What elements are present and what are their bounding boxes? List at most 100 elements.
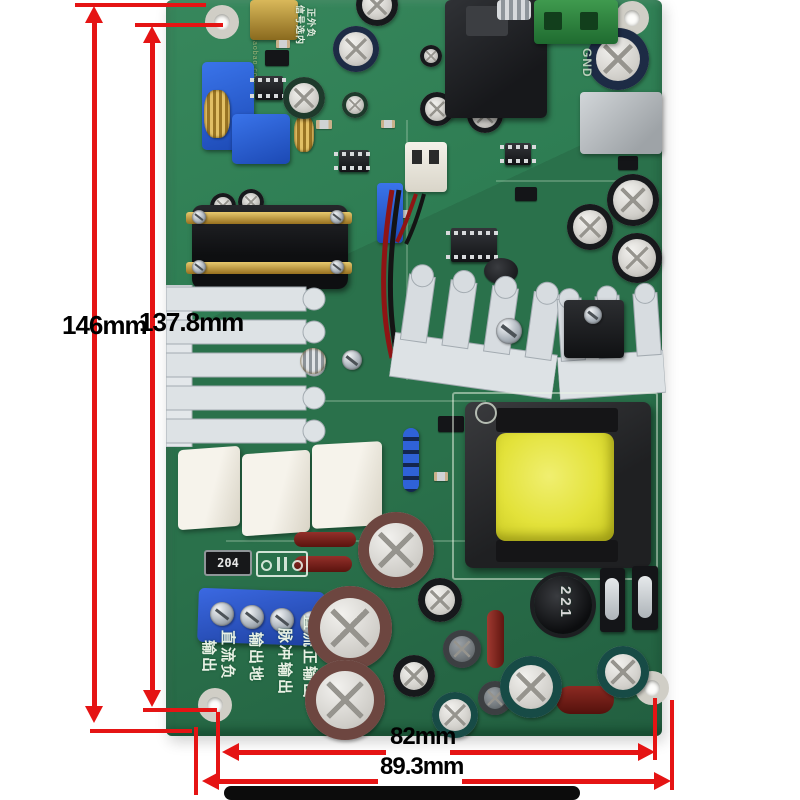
dimension-label-146mm: 146mm bbox=[62, 310, 148, 340]
dimension-line-89mm-right bbox=[462, 779, 656, 784]
pcb-trace bbox=[186, 400, 486, 402]
arrowhead-right-82 bbox=[638, 743, 655, 761]
mounting-hole-bottom-right bbox=[644, 680, 660, 696]
arrowhead-down-137 bbox=[143, 690, 161, 707]
electrolytic-capacitor bbox=[356, 0, 398, 26]
transformer-core-top bbox=[496, 408, 618, 432]
soic8-ic bbox=[334, 150, 374, 172]
pcb-trace bbox=[496, 180, 646, 182]
trimmer-screw-2 bbox=[294, 116, 314, 152]
output-label-ground: 输出地 bbox=[247, 632, 264, 684]
toroid-inductor-221: 221 bbox=[534, 576, 592, 634]
to220-transistor-flat bbox=[632, 566, 658, 630]
brown-filter-capacitor bbox=[358, 512, 434, 588]
smd-chip bbox=[381, 120, 395, 128]
dimension-label-89-3mm: 89.3mm bbox=[380, 753, 464, 780]
output-label-output: 输出 bbox=[200, 640, 217, 675]
silk-pad bbox=[292, 560, 303, 571]
black-capacitor bbox=[393, 655, 435, 697]
gnd-silkscreen-label: GND bbox=[580, 48, 594, 78]
inductor-marking: 221 bbox=[557, 586, 574, 621]
terminal-screw-3 bbox=[270, 608, 294, 632]
polymer-capacitor bbox=[443, 630, 481, 668]
fan-screw bbox=[330, 210, 344, 224]
to220-transistor-flat bbox=[600, 568, 625, 632]
arrowhead-up-146 bbox=[85, 6, 103, 23]
soic8-ic bbox=[500, 143, 536, 165]
electrolytic-capacitor bbox=[567, 204, 613, 250]
electrolytic-capacitor bbox=[420, 45, 442, 67]
pcb-trace bbox=[406, 120, 408, 380]
film-capacitor-white bbox=[242, 449, 310, 537]
smd-chip bbox=[434, 472, 448, 481]
bottom-divider-bar bbox=[224, 786, 580, 800]
film-capacitor-white bbox=[178, 445, 240, 531]
transformer-core-bottom bbox=[496, 540, 618, 562]
dimension-label-137-8mm: 137.8mm bbox=[139, 307, 244, 337]
brown-filter-capacitor bbox=[308, 586, 392, 670]
leader-line-right-outer bbox=[670, 700, 674, 790]
fan-screw bbox=[330, 260, 344, 274]
leader-line-left-inner bbox=[216, 712, 220, 780]
film-capacitor-marking: 204 bbox=[217, 556, 239, 570]
dimension-line-82mm-left bbox=[238, 750, 386, 755]
mounting-hole-top-left bbox=[214, 14, 230, 30]
teal-capacitor bbox=[597, 646, 649, 698]
arrowhead-up-137 bbox=[143, 26, 161, 43]
arrowhead-down-146 bbox=[85, 706, 103, 723]
film-capacitor-white bbox=[312, 441, 382, 529]
terminal-screw-2 bbox=[240, 605, 264, 629]
output-label-pulse: 脉冲输出 bbox=[276, 628, 293, 697]
black-capacitor bbox=[418, 578, 462, 622]
silk-bar bbox=[284, 557, 287, 571]
dimension-line-146mm bbox=[92, 20, 97, 708]
soic8-ic bbox=[250, 76, 288, 100]
trimmer-potentiometer-2 bbox=[232, 114, 290, 164]
pcb-board: taojun.taobao.com 信号选内 正外负 bbox=[166, 0, 667, 740]
terminal-wire-port bbox=[580, 12, 598, 30]
sot-transistor bbox=[265, 50, 289, 66]
to220-screw bbox=[584, 306, 602, 324]
maroon-resistor bbox=[294, 556, 352, 572]
electrolytic-capacitor bbox=[283, 77, 325, 119]
extension-line-top-outer bbox=[75, 3, 206, 7]
output-label-dc-minus: 直流负 bbox=[219, 630, 236, 682]
heatsink-screw bbox=[496, 318, 522, 344]
electrolytic-capacitor bbox=[342, 92, 368, 118]
dimension-line-137mm bbox=[150, 40, 155, 692]
smd-chip bbox=[276, 40, 290, 48]
smd-chip bbox=[316, 120, 332, 129]
fan-screw bbox=[192, 260, 206, 274]
sot-transistor bbox=[515, 187, 537, 201]
dimension-line-82mm-right bbox=[450, 750, 642, 755]
teal-capacitor bbox=[500, 656, 562, 718]
teal-capacitor bbox=[432, 692, 478, 738]
sot-transistor bbox=[618, 156, 638, 170]
heatsink-knurled-screw bbox=[300, 348, 326, 374]
jst-pin-slot bbox=[429, 150, 439, 164]
power-resistor-blue bbox=[403, 428, 419, 492]
extension-line-bottom-inner bbox=[143, 708, 217, 712]
dimension-label-82mm: 82mm bbox=[390, 723, 456, 750]
brass-standoff bbox=[250, 0, 298, 40]
diode-silkscreen-symbol bbox=[256, 551, 308, 577]
soic16-controller-ic bbox=[446, 228, 502, 262]
silk-circle bbox=[475, 402, 497, 424]
brown-filter-capacitor bbox=[305, 660, 385, 740]
terminal-screw-1 bbox=[210, 602, 234, 626]
electrolytic-capacitor bbox=[333, 26, 379, 72]
maroon-resistor-vertical bbox=[487, 610, 504, 668]
smd-diode bbox=[438, 416, 464, 432]
blue-connector bbox=[377, 183, 403, 243]
arrowhead-left-89 bbox=[202, 772, 219, 790]
trimmer-screw-1 bbox=[204, 90, 230, 138]
silk-bar bbox=[277, 557, 280, 571]
electrolytic-capacitor bbox=[607, 174, 659, 226]
transformer-yellow-tape-winding bbox=[496, 433, 614, 541]
mounting-hole-top-right bbox=[624, 10, 640, 26]
leader-line-right-inner bbox=[653, 698, 657, 760]
arrowhead-right-89 bbox=[654, 772, 671, 790]
extension-line-top-inner bbox=[135, 23, 223, 27]
extension-line-bottom-outer bbox=[90, 729, 192, 733]
